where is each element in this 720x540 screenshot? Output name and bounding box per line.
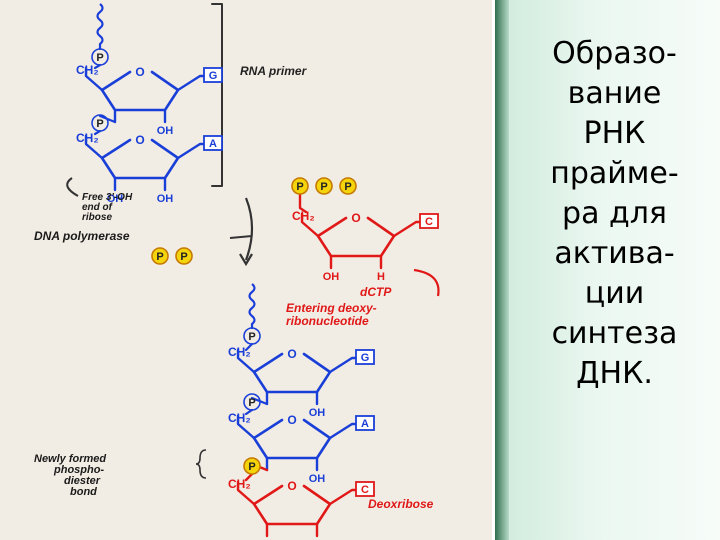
- rna-nucleotide-2-c5-bond: [84, 134, 104, 160]
- deoxribose-label: Deoxribose: [368, 497, 434, 511]
- released-pp-1: [151, 247, 169, 265]
- reaction-arrow: [244, 197, 254, 261]
- rna-nucleotide-1-ring: [100, 70, 180, 112]
- rna-backbone-wavy: [96, 3, 104, 45]
- product-phosphate-1: [243, 327, 261, 345]
- dctp-phosphate-1: [291, 177, 309, 195]
- dna-polymerase-label: DNA polymerase: [34, 229, 130, 243]
- newly-formed-label-2: phospho-: [53, 464, 104, 476]
- entering-label-1: Entering deoxy-: [286, 301, 377, 315]
- rna-nucleotide-2-ch2: CH₂: [76, 131, 99, 145]
- rna-primer-label: RNA primer: [240, 64, 308, 78]
- new-bond-brace: [195, 449, 207, 479]
- newly-formed-label-3: diester: [64, 475, 101, 487]
- dctp-nucleotide-base: [419, 213, 439, 229]
- newly-formed-label-4: bond: [70, 486, 97, 498]
- rna-nucleotide-1-base: [203, 67, 223, 83]
- dctp-label: dCTP: [360, 285, 392, 299]
- dctp-nucleotide-ring: [316, 216, 396, 258]
- dctp-nucleotide-base-letter: C: [425, 216, 433, 228]
- product-nucleotide-1-ring-o: O: [287, 347, 296, 361]
- dctp-nucleotide-ch2: CH₂: [292, 209, 315, 223]
- polymerase-pointer: [229, 235, 253, 239]
- product-nucleotide-2-ch2: CH₂: [228, 411, 251, 425]
- new-nucleotide-base: [355, 481, 375, 497]
- new-nucleotide-base-letter: C: [361, 484, 369, 496]
- product-nucleotide-1-c5-bond: [236, 348, 256, 374]
- product-nucleotide-2-c5-bond: [236, 414, 256, 440]
- rna-nucleotide-2-ring: [100, 138, 180, 180]
- rna-nucleotide-2-c2-group: OH: [157, 193, 174, 205]
- rna-nucleotide-1-c2-group: OH: [157, 125, 174, 137]
- new-nucleotide-ch2: CH₂: [228, 477, 251, 491]
- product-phosphate-2: [243, 393, 261, 411]
- free-oh-arrow: [66, 177, 79, 197]
- rna-primer-bracket: [211, 3, 223, 187]
- new-phosphate: [243, 457, 261, 475]
- dctp-nucleotide-c2-group: H: [377, 271, 385, 283]
- dctp-phosphate-2: [315, 177, 333, 195]
- side-panel: Образо- вание РНК прайме- ра для актива-…: [495, 0, 720, 540]
- rna-nucleotide-2-base: [203, 135, 223, 151]
- reaction-arrowhead: [239, 253, 253, 267]
- product-nucleotide-2-ring-o: O: [287, 413, 296, 427]
- product-nucleotide-2-base-letter: A: [361, 418, 369, 430]
- new-phosphate-label: P: [248, 461, 255, 473]
- released-pp-2-label: P: [180, 251, 187, 263]
- product-nucleotide-1-base-letter: G: [361, 352, 370, 364]
- free-oh-label-3: ribose: [82, 212, 112, 223]
- product-nucleotide-1-ch2: CH₂: [228, 345, 251, 359]
- dctp-nucleotide-ring-o: O: [351, 211, 360, 225]
- rna-phosphate-1: [91, 48, 109, 66]
- rna-nucleotide-1-ch2: CH₂: [76, 63, 99, 77]
- rna-phosphate-2-label: P: [96, 118, 103, 130]
- rna-nucleotide-1-base-bond: [176, 74, 206, 92]
- dctp-nucleotide-c3-group: OH: [323, 271, 340, 283]
- product-nucleotide-2-base: [355, 415, 375, 431]
- rna-phosphate-1-label: P: [96, 52, 103, 64]
- new-nucleotide-c5-bond: [236, 480, 256, 506]
- rna-nucleotide-1-c5-bond: [84, 66, 104, 92]
- rna-nucleotide-2-ring-o: O: [135, 133, 144, 147]
- new-phosphate-ch2-link: [244, 472, 254, 482]
- rna-nucleotide-1-base-letter: G: [209, 70, 218, 82]
- free-oh-label-1: Free 3'-OH: [82, 192, 133, 203]
- rna-nucleotide-2-base-bond: [176, 142, 206, 160]
- new-nucleotide-base-bond: [328, 488, 358, 506]
- product-phosphate-2-label: P: [248, 397, 255, 409]
- new-nucleotide-ring: [252, 484, 332, 526]
- dctp-nucleotide-c5-bond: [300, 212, 320, 238]
- product-nucleotide-1-base-bond: [328, 356, 358, 374]
- entering-arrow: [413, 268, 440, 297]
- entering-label-2: ribonucleotide: [286, 314, 369, 328]
- dctp-phosphate-2-label: P: [320, 181, 327, 193]
- product-nucleotide-1-c2-group: OH: [309, 407, 326, 419]
- dctp-phosphate-3-label: P: [344, 181, 351, 193]
- released-pp-1-label: P: [156, 251, 163, 263]
- product-nucleotide-2-ring: [252, 418, 332, 460]
- slide-caption: Образо- вание РНК прайме- ра для актива-…: [550, 36, 679, 391]
- dctp-phosphate-link: [298, 192, 308, 214]
- rna-nucleotide-2-c3-group: OH: [107, 193, 124, 205]
- rna-phosphate-2: [91, 114, 109, 132]
- product-nucleotide-1-base: [355, 349, 375, 365]
- product-phosphate-1-label: P: [248, 331, 255, 343]
- product-p1-ch2-link: [244, 342, 254, 352]
- product-nucleotide-2-base-bond: [328, 422, 358, 440]
- rna-nucleotide-2-base-letter: A: [209, 138, 217, 150]
- dctp-phosphate-3: [339, 177, 357, 195]
- new-nucleotide-ring-o: O: [287, 479, 296, 493]
- free-oh-label-2: end of: [82, 202, 114, 213]
- product-backbone-wavy: [248, 283, 256, 325]
- dctp-phosphate-1-label: P: [296, 181, 303, 193]
- released-pp-2: [175, 247, 193, 265]
- product-nucleotide-1-ring: [252, 352, 332, 394]
- product-nucleotide-2-c2-group: OH: [309, 473, 326, 485]
- dctp-nucleotide-base-bond: [392, 220, 422, 238]
- rna-nucleotide-1-ring-o: O: [135, 65, 144, 79]
- newly-formed-label-1: Newly formed: [34, 453, 106, 465]
